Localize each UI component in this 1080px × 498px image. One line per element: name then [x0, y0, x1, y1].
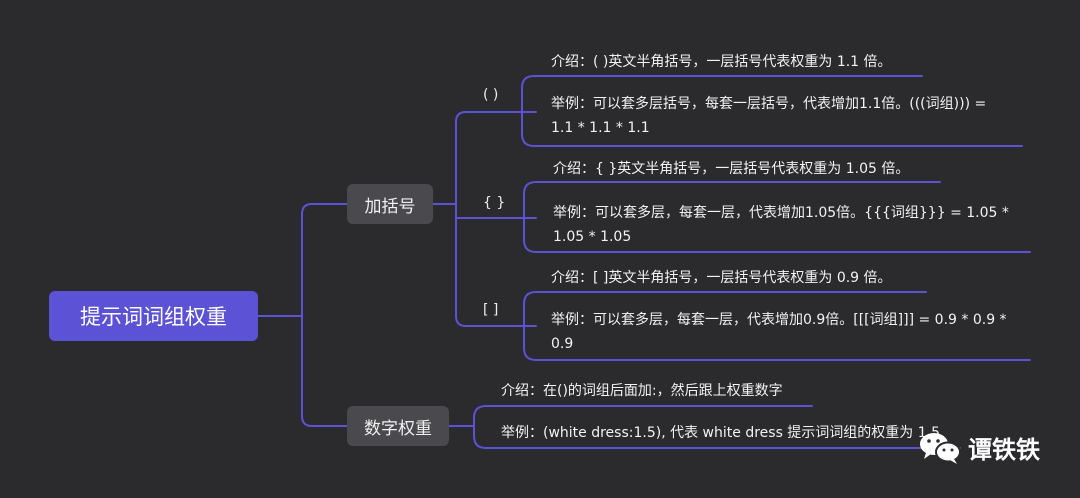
connector-square-intro [523, 291, 1031, 361]
numeric-example[interactable]: 举例：(white dress:1.5), 代表 white dress 提示词… [501, 425, 941, 441]
watermark: 谭铁铁 [918, 430, 1040, 465]
brace-example[interactable]: 举例：可以套多层，每套一层，代表增加1.05倍。{{{词组}}} = 1.05 … [553, 205, 1009, 245]
numeric-intro[interactable]: 介绍：在()的词组后面加:，然后跟上权重数字 [501, 383, 783, 399]
sub-paren[interactable]: ( ) [483, 87, 499, 103]
branch-numeric-weight[interactable]: 数字权重 [347, 406, 449, 446]
watermark-text: 谭铁铁 [968, 436, 1040, 464]
paren-example[interactable]: 举例：可以套多层括号，每套一层括号，代表增加1.1倍。(((词组))) = 1.… [551, 96, 987, 136]
connector-paren-intro [521, 75, 1023, 147]
connector-numeric-leaves [473, 405, 961, 449]
sub-square[interactable]: [ ] [483, 302, 499, 318]
paren-intro[interactable]: 介绍：( )英文半角括号，一层括号代表权重为 1.1 倍。 [551, 54, 892, 70]
square-intro[interactable]: 介绍：[ ]英文半角括号，一层括号代表权重为 0.9 倍。 [551, 270, 892, 286]
square-example[interactable]: 举例：可以套多层，每套一层，代表增加0.9倍。[[[词组]]] = 0.9 * … [551, 312, 1007, 352]
wechat-icon [920, 432, 961, 464]
root-node[interactable]: 提示词词组权重 [49, 291, 258, 341]
connector-brace-intro [523, 181, 1031, 253]
brace-intro[interactable]: 介绍：{ }英文半角括号，一层括号代表权重为 1.05 倍。 [553, 161, 910, 177]
connector-root-branches [301, 203, 348, 427]
branch-brackets[interactable]: 加括号 [347, 184, 433, 224]
sub-brace[interactable]: { } [483, 195, 506, 211]
